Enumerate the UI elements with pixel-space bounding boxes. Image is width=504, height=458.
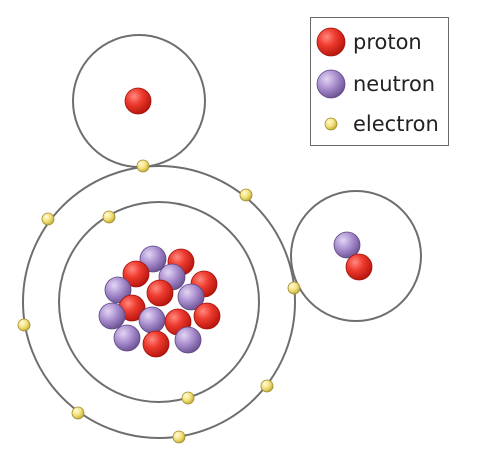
nucleus-neutron (138, 306, 166, 334)
nucleus-neutron (98, 302, 126, 330)
electron (136, 159, 150, 173)
large-nucleus (98, 245, 221, 358)
nucleus-proton (142, 330, 170, 358)
deuterium-neutron (333, 231, 361, 259)
nucleus-neutron (113, 324, 141, 352)
hydrogen-proton (124, 87, 152, 115)
deuterium-proton (345, 253, 373, 281)
nucleus-proton (193, 302, 221, 330)
nucleus-neutron (174, 326, 202, 354)
legend: proton neutron electron (310, 17, 449, 146)
neutron-swatch-icon (311, 64, 351, 104)
electron (181, 391, 195, 405)
outer-shell (22, 165, 296, 439)
proton-swatch-icon (311, 22, 351, 62)
nucleus-proton (146, 279, 174, 307)
electron (287, 281, 301, 295)
nucleus-neutron (139, 245, 167, 273)
legend-label: electron (353, 112, 439, 136)
deuterium-shell (290, 190, 422, 322)
legend-item-electron: electron (311, 104, 448, 144)
electrons (17, 159, 301, 444)
electron-swatch-icon (311, 104, 351, 144)
nucleus-neutron (104, 276, 132, 304)
electron (239, 188, 253, 202)
electron (102, 210, 116, 224)
inner-shell (58, 201, 260, 403)
legend-item-proton: proton (311, 22, 448, 62)
legend-label: neutron (353, 72, 436, 96)
electron (260, 379, 274, 393)
electron (41, 212, 55, 226)
legend-label: proton (353, 30, 422, 54)
electron (71, 406, 85, 420)
nucleus-proton (122, 260, 150, 288)
electron (17, 318, 31, 332)
nucleus-neutron (177, 283, 205, 311)
legend-item-neutron: neutron (311, 64, 448, 104)
electron (172, 430, 186, 444)
